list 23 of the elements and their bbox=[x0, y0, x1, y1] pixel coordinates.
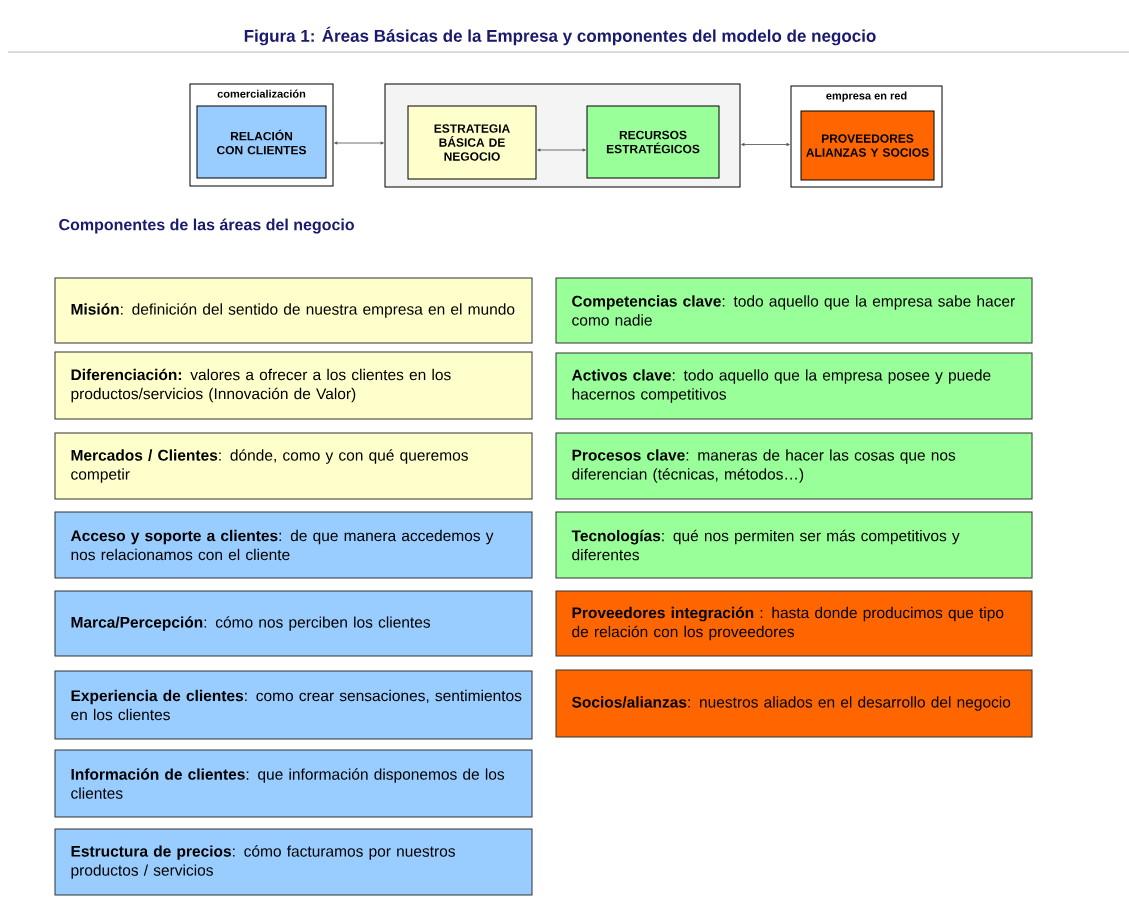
area-box: PROVEEDORES ALIANZAS Y SOCIOS bbox=[800, 110, 935, 181]
arrow bbox=[334, 141, 384, 145]
component-box: Proveedores integración : hasta donde producimos que tipo de relación con los proveedores bbox=[555, 590, 1033, 657]
area-box: RELACIÓN CON CLIENTES bbox=[196, 105, 327, 179]
component-box: Diferenciación: valores a ofrecer a los clientes en los productos/servicios (Innovación de Valor) bbox=[54, 351, 533, 420]
component-box: Experiencia de clientes: como crear sensaciones, sentimientos en los clientes bbox=[54, 670, 533, 740]
component-box: Mercados / Clientes: dónde, como y con qué queremos competir bbox=[54, 432, 533, 500]
component-box: Activos clave: todo aquello que la empresa posee y puede hacernos competitivos bbox=[555, 352, 1033, 420]
arrow bbox=[741, 143, 790, 146]
title: Figura 1: Áreas Básicas de la Empresa y componentes del modelo de negocio bbox=[244, 26, 876, 46]
component-box: Acceso y soporte a clientes: de que manera accedemos y nos relacionamos con el cliente bbox=[54, 511, 533, 579]
component-box: Competencias clave: todo aquello que la empresa sabe hacer como nadie bbox=[555, 277, 1033, 344]
component-box: Información de clientes: que información disponemos de los clientes bbox=[54, 749, 533, 818]
arrow bbox=[537, 148, 586, 152]
section-heading: Componentes de las áreas del negocio bbox=[59, 218, 354, 234]
area-box: RECURSOS ESTRATÉGICOS bbox=[586, 105, 720, 179]
component-box: Procesos clave: maneras de hacer las cosas que nos diferencian (técnicas, métodos…) bbox=[555, 432, 1033, 500]
component-box: Socios/alianzas: nuestros aliados en el desarrollo del negocio bbox=[555, 669, 1033, 738]
component-box: Tecnologías: qué nos permiten ser más competitivos y diferentes bbox=[555, 511, 1033, 579]
area-box: ESTRATEGIA BÁSICA DE NEGOCIO bbox=[407, 105, 537, 180]
component-box: Estructura de precios: cómo facturamos por nuestros productos / servicios bbox=[54, 828, 533, 896]
component-box: Misión: definición del sentido de nuestra empresa en el mundo bbox=[54, 277, 533, 344]
component-box: Marca/Percepción: cómo nos perciben los clientes bbox=[54, 590, 533, 657]
